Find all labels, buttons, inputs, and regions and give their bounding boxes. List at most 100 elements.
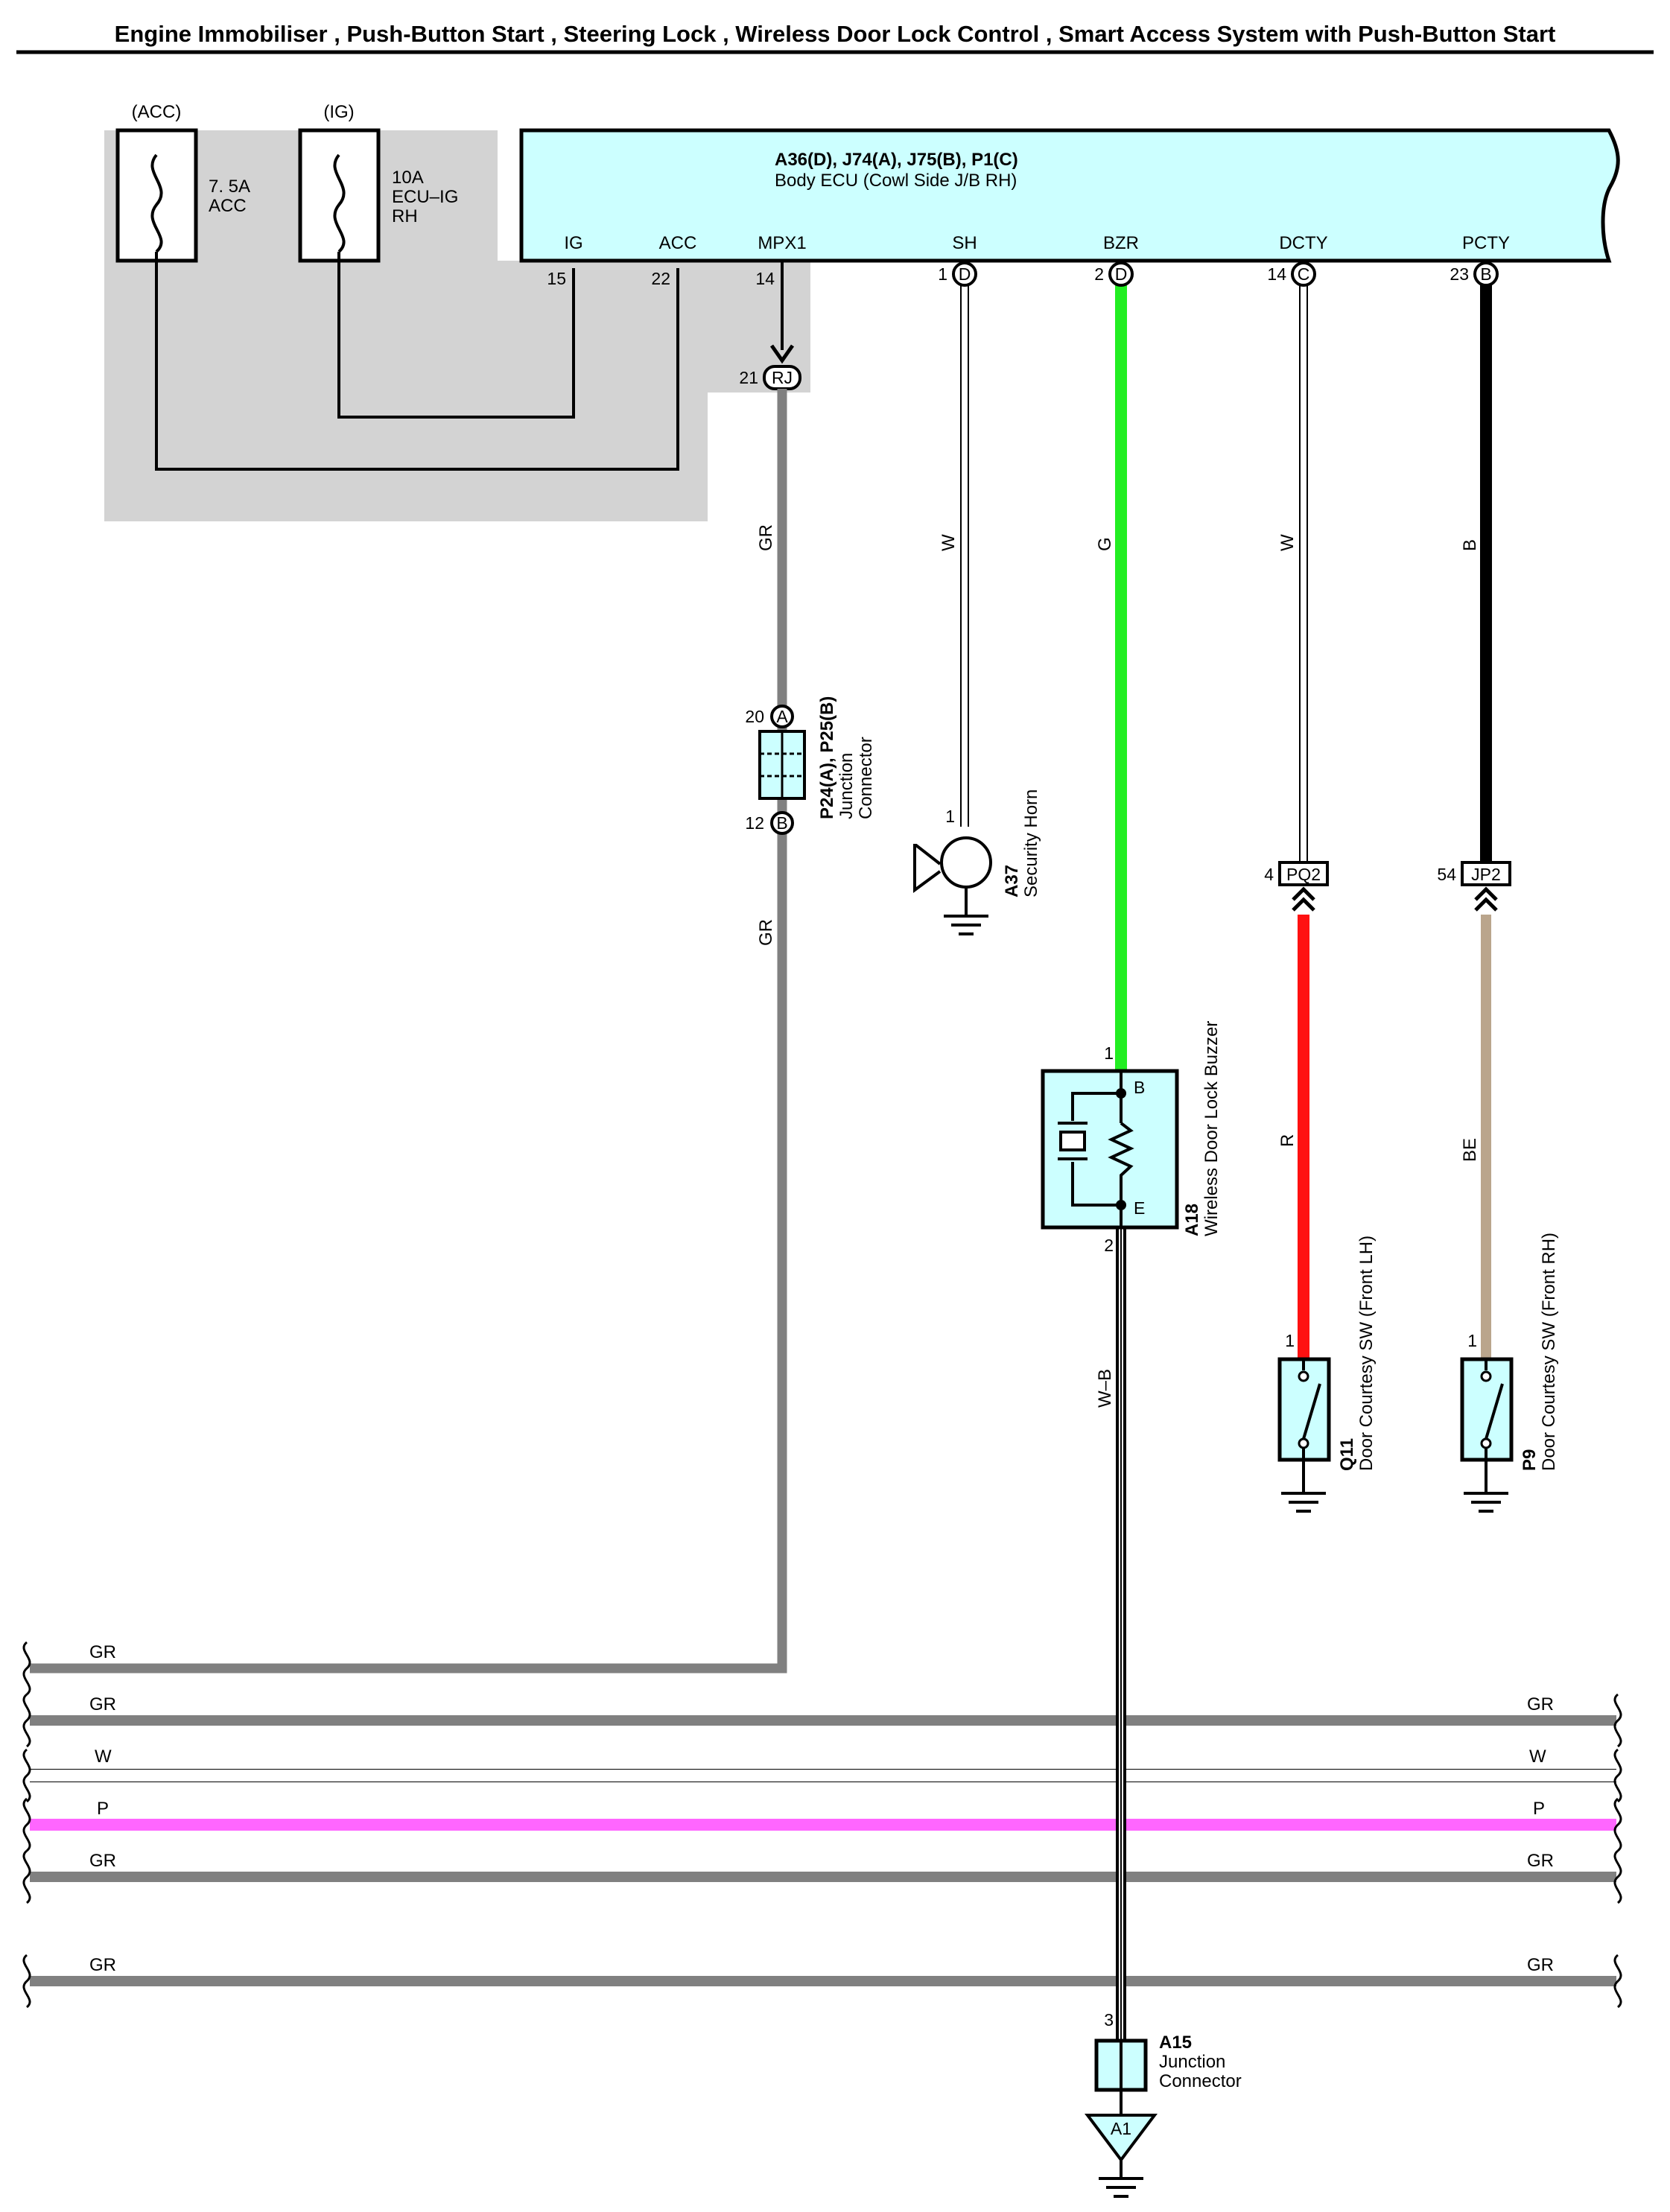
wire-mpx1-gr xyxy=(30,389,787,1674)
bus-label-left-4: P xyxy=(97,1799,109,1819)
term-acc: ACC xyxy=(659,233,697,253)
svg-text:B: B xyxy=(1134,1078,1145,1097)
svg-text:20: 20 xyxy=(745,707,764,726)
fuse-ig-icon xyxy=(333,153,346,253)
fuse-ig-name: ECU–IG xyxy=(392,187,458,207)
svg-text:4: 4 xyxy=(1264,865,1274,884)
svg-text:14: 14 xyxy=(1267,264,1286,284)
wire-label-p9: BE xyxy=(1460,1138,1480,1162)
term-dcty: DCTY xyxy=(1279,233,1327,253)
term-ig: IG xyxy=(564,233,582,253)
resistor-icon xyxy=(1108,1122,1134,1227)
bus-label-left-5: GR xyxy=(89,1851,116,1871)
svg-text:Connector: Connector xyxy=(1159,2071,1242,2091)
fuse-ig-rating: 10A xyxy=(392,168,424,188)
pin-ig: 15 xyxy=(547,269,566,288)
svg-text:1: 1 xyxy=(1467,1331,1477,1350)
svg-text:Connector: Connector xyxy=(856,737,876,819)
svg-text:Junction: Junction xyxy=(1159,2052,1225,2072)
wire-label-buzzer-ground: W–B xyxy=(1095,1369,1115,1408)
svg-text:P9: P9 xyxy=(1520,1449,1540,1471)
svg-text:23: 23 xyxy=(1450,264,1469,284)
shaded-area xyxy=(104,130,810,521)
bus-label-right-2: GR xyxy=(1527,1694,1554,1714)
svg-text:Q11: Q11 xyxy=(1337,1438,1357,1471)
rj-arrow-icon xyxy=(769,344,795,364)
svg-text:1: 1 xyxy=(1104,1043,1114,1063)
ecu-terminal-pcty: B 23 xyxy=(1450,261,1499,287)
fuse-ig-group: (IG) xyxy=(323,102,354,122)
svg-text:A37: A37 xyxy=(1002,865,1022,897)
svg-text:2: 2 xyxy=(1104,1236,1114,1255)
svg-text:E: E xyxy=(1134,1198,1145,1218)
jp2-arrow-icon xyxy=(1474,886,1498,912)
switch-p9-icon xyxy=(1485,1383,1504,1440)
pin-mpx1: 14 xyxy=(755,269,775,288)
svg-text:1: 1 xyxy=(945,807,955,826)
page-title: Engine Immobiliser , Push-Button Start ,… xyxy=(115,21,1556,47)
rj-code: RJ xyxy=(772,368,793,387)
ground-point-a1: A1 xyxy=(1111,2119,1131,2138)
wire-label-sh: W xyxy=(939,534,959,551)
wire-label-pcty: B xyxy=(1460,539,1480,551)
svg-text:2: 2 xyxy=(1094,264,1104,284)
bus-label-left-6: GR xyxy=(89,1955,116,1975)
horn-icon xyxy=(913,844,942,893)
junction-connector-a15: 3 A15 Junction Connector A1 xyxy=(1085,2010,1242,2198)
fuse-acc-icon xyxy=(150,153,163,253)
bus-break-marks-left xyxy=(22,1641,31,2009)
ecu-terminal-sh: D 1 xyxy=(938,261,977,287)
wire-label-q11: R xyxy=(1277,1134,1298,1147)
door-courtesy-switch-p9: 1 P9 Door Courtesy SW (Front RH) xyxy=(1460,1233,1559,1513)
svg-text:D: D xyxy=(959,264,971,284)
term-pcty: PCTY xyxy=(1462,233,1510,253)
term-mpx1: MPX1 xyxy=(758,233,806,253)
bus-break-marks-right xyxy=(1613,1693,1622,2009)
fuse-ecu-ig: (IG) 10A ECU–IG RH xyxy=(298,102,458,263)
bus-label-right-3: W xyxy=(1529,1747,1546,1767)
pin-acc: 22 xyxy=(651,269,670,288)
wire-label-mpx1-lower: GR xyxy=(756,919,776,946)
wire-acc-fuse xyxy=(155,252,679,471)
bus-label-right-4: P xyxy=(1533,1799,1545,1819)
svg-text:P24(A), P25(B): P24(A), P25(B) xyxy=(817,696,837,819)
rj-pin: 21 xyxy=(739,368,758,387)
body-ecu-code: A36(D), J74(A), J75(B), P1(C) xyxy=(775,150,1018,170)
svg-text:Junction: Junction xyxy=(836,753,857,819)
fuse-acc: (ACC) 7. 5A ACC xyxy=(115,102,250,263)
svg-text:B: B xyxy=(1480,264,1491,284)
wire-label-bzr: G xyxy=(1095,537,1115,551)
svg-text:3: 3 xyxy=(1104,2010,1114,2030)
svg-text:Wireless Door Lock Buzzer: Wireless Door Lock Buzzer xyxy=(1201,1021,1222,1236)
svg-text:54: 54 xyxy=(1437,865,1456,884)
ecu-terminal-dcty: C 14 xyxy=(1267,261,1316,287)
ground-icon xyxy=(1464,1492,1508,1513)
door-courtesy-switch-q11: 1 Q11 Door Courtesy SW (Front LH) xyxy=(1277,1236,1377,1513)
fuse-acc-rating: 7. 5A xyxy=(209,177,250,197)
svg-text:12: 12 xyxy=(745,813,764,833)
svg-text:1: 1 xyxy=(1285,1331,1295,1350)
bus-label-left-2: GR xyxy=(89,1694,116,1714)
switch-q11-icon xyxy=(1302,1383,1321,1440)
wire-ig-fuse xyxy=(337,252,575,419)
wireless-door-lock-buzzer: 1 B E 2 A18 Wireless Door Lock Buzzer xyxy=(1041,1021,1222,1255)
fuse-acc-group: (ACC) xyxy=(132,102,182,122)
svg-text:PQ2: PQ2 xyxy=(1286,865,1321,884)
connector-jp2: JP2 54 xyxy=(1437,861,1511,912)
svg-text:C: C xyxy=(1298,264,1310,284)
wire-label-dcty: W xyxy=(1277,534,1298,551)
svg-text:A: A xyxy=(776,707,788,726)
bus-label-left-1: GR xyxy=(89,1642,116,1662)
bus-label-right-5: GR xyxy=(1527,1851,1554,1871)
svg-text:Door Courtesy SW (Front LH): Door Courtesy SW (Front LH) xyxy=(1356,1236,1377,1471)
term-bzr: BZR xyxy=(1103,233,1139,253)
svg-text:B: B xyxy=(776,813,787,833)
svg-text:A15: A15 xyxy=(1159,2033,1192,2053)
svg-text:D: D xyxy=(1115,264,1128,284)
bus-label-right-6: GR xyxy=(1527,1955,1554,1975)
ground-icon xyxy=(1099,2177,1143,2198)
svg-text:1: 1 xyxy=(938,264,947,284)
connector-pq2: PQ2 4 xyxy=(1264,861,1329,912)
fuse-acc-name: ACC xyxy=(209,196,247,216)
ground-point-a1-icon xyxy=(1085,2114,1158,2163)
